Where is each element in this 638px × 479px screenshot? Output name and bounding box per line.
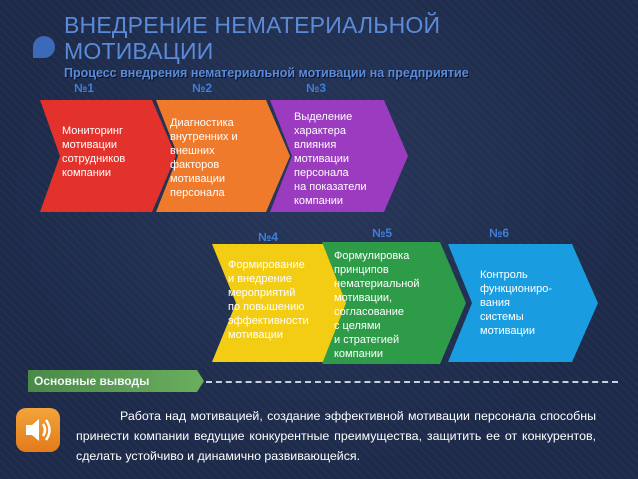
step-5-chevron — [322, 242, 466, 364]
step-5-number: №5 — [372, 226, 393, 240]
step-3-text: Выделение характера влияния мотивации пе… — [294, 111, 367, 207]
step-2-number: №2 — [192, 81, 213, 95]
summary-text: Работа над мотивацией, создание эффектив… — [76, 409, 596, 463]
title-bullet-icon — [33, 36, 55, 58]
speaker-icon[interactable] — [16, 408, 60, 452]
slide-subtitle: Процесс внедрения нематериальной мотивац… — [64, 66, 469, 80]
step-1-text: Мониторинг мотивации сотрудников компани… — [62, 125, 126, 179]
step-6-text: Контроль функциониро- вания системы моти… — [480, 269, 552, 337]
dashed-divider — [206, 381, 618, 383]
summary-label: Основные выводы — [28, 370, 204, 392]
step-6-number: №6 — [489, 226, 510, 240]
step-3-number: №3 — [306, 81, 327, 95]
step-2-text: Диагностика внутренних и внешних факторо… — [170, 117, 238, 199]
step-4-chevron — [212, 244, 348, 362]
step-3-chevron — [270, 100, 408, 212]
step-4-text: Формирование и внедрение мероприятий по … — [228, 259, 309, 341]
step-1-chevron — [40, 100, 176, 212]
step-5-text: Формулировка принципов нематериальной мо… — [334, 250, 420, 360]
slide-title: ВНЕДРЕНИЕ НЕМАТЕРИАЛЬНОЙ МОТИВАЦИИ — [64, 12, 441, 64]
step-4-number: №4 — [258, 230, 279, 244]
step-6-chevron — [448, 244, 598, 362]
step-2-chevron — [156, 100, 290, 212]
step-1-number: №1 — [74, 81, 95, 95]
